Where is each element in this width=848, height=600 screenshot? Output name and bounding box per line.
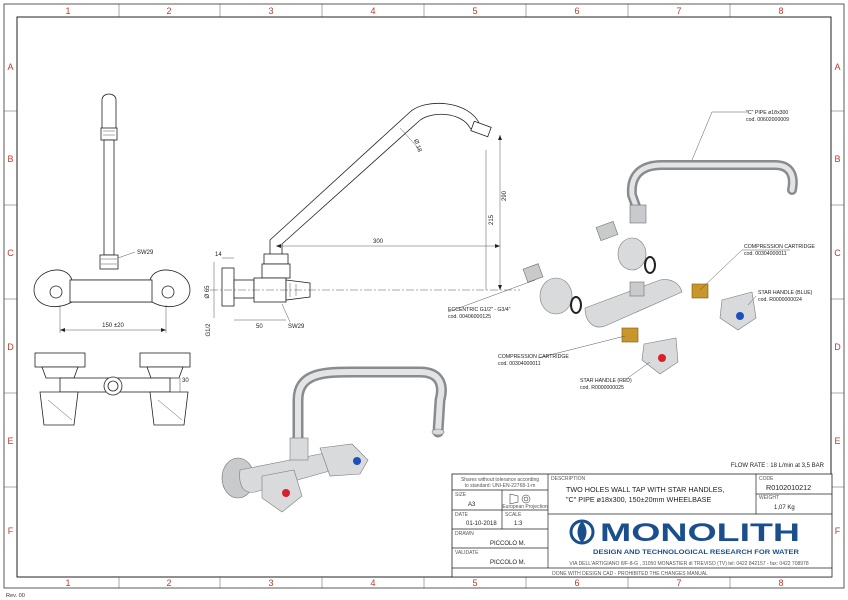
row-label: D (7, 342, 14, 352)
tolerance-note-2: to standard: UNI-EN-22768-1-m (465, 483, 536, 489)
side-view: 300 290 215 Ø 18 Ø 65 14 G1/2 50 SW29 (205, 102, 520, 337)
handle-red-callout-code: cod. R0000000025 (580, 385, 624, 391)
col-label: 7 (676, 6, 681, 16)
red-handle-cap (282, 489, 290, 497)
col-label: 3 (268, 578, 273, 588)
footer-note: DONE WITH DESIGN CAD - PROHIBITED THE CH… (552, 571, 708, 577)
row-label: C (7, 248, 14, 258)
revision-label: Rev. 00 (6, 593, 25, 599)
title-block: Shares without tolerance according to st… (451, 473, 833, 578)
handle-red-callout-name: STAR HANDLE (RED) (580, 378, 632, 384)
validate-label: VALIDATE (455, 550, 479, 556)
row-label: F (8, 526, 14, 536)
cartridge-bottom-callout-name: COMPRESSION CARTRIDGE (498, 354, 569, 360)
cartridge-bottom-callout-code: cod. 00304000011 (498, 361, 541, 367)
depth-14-dim: 14 (215, 252, 222, 258)
row-label: B (834, 154, 840, 164)
description-line-2: "C" PIPE ø18x300, 150±20mm WHEELBASE (566, 495, 711, 504)
brand-tagline: DESIGN AND TECHNOLOGICAL RESEARCH FOR WA… (593, 549, 799, 556)
callouts: "C" PIPE ø18x300 cod. 00602000009 COMPRE… (448, 110, 815, 391)
body-dia-dim: Ø 65 (205, 285, 211, 299)
flow-rate-note: FLOW RATE : 18 L/min at 3,5 BAR (731, 463, 825, 469)
row-label: D (834, 342, 841, 352)
size-value: A3 (468, 502, 476, 508)
col-label: 1 (65, 6, 70, 16)
col-label: 2 (166, 6, 171, 16)
projection-label: European Projection (502, 504, 548, 510)
row-label: C (834, 248, 841, 258)
exploded-view (447, 111, 798, 381)
sw-top-dim: SW29 (137, 250, 154, 256)
row-label: A (834, 62, 840, 72)
col-label: 8 (778, 6, 783, 16)
validate-value: PICCOLO M. (490, 560, 526, 566)
eccentric-callout-name: ECCENTRIC G1/2" - G3/4" (448, 307, 511, 313)
col-label: 6 (574, 578, 579, 588)
date-value: 01-10-2018 (466, 521, 497, 527)
cartridge-top-callout-code: cod. 00304000011 (744, 251, 787, 257)
grid-ticks (4, 4, 844, 588)
monolith-logo-icon (569, 519, 595, 545)
col-label: 5 (472, 578, 477, 588)
reach-dim: 300 (373, 239, 384, 245)
code-label: CODE (759, 476, 774, 482)
grid-labels: 1 2 3 4 5 6 7 8 1 2 3 4 5 6 7 8 A B C D … (7, 6, 841, 588)
top-view: 30 (34, 352, 191, 426)
description-label: DESCRIPTION (551, 476, 586, 482)
depth-50-dim: 50 (256, 324, 263, 330)
handle-30-dim: 30 (182, 378, 189, 384)
pipe-callout-name: "C" PIPE ø18x300 (746, 110, 788, 116)
weight-label: WEIGHT (759, 495, 779, 501)
col-label: 3 (268, 6, 273, 16)
row-label: B (7, 154, 13, 164)
height-inner-dim: 215 (489, 214, 495, 225)
company-address: VIA DELL'ARTIGIANO 8/F-8-G , 31050 MONAS… (569, 561, 808, 567)
drawn-value: PICCOLO M. (490, 541, 526, 547)
brand-name: MONOLITH (600, 519, 800, 547)
assembled-view (221, 366, 447, 513)
col-label: 4 (370, 6, 375, 16)
thread-dim: G1/2 (206, 323, 212, 337)
projection-symbol-icon (509, 493, 531, 505)
height-dim: 290 (502, 190, 508, 201)
col-label: 2 (166, 578, 171, 588)
sw-side-dim: SW29 (288, 324, 305, 330)
scale-value: 1:3 (514, 521, 523, 527)
size-label: SIZE (455, 492, 467, 498)
pipe-dia-dim: Ø 18 (412, 139, 422, 154)
col-label: 4 (370, 578, 375, 588)
row-label: A (7, 62, 13, 72)
date-label: DATE (455, 512, 469, 518)
col-label: 6 (574, 6, 579, 16)
col-label: 7 (676, 578, 681, 588)
pipe-callout-code: cod. 00602000009 (746, 117, 789, 123)
row-label: E (7, 436, 13, 446)
handle-blue-callout-code: cod. R0000000024 (758, 297, 802, 303)
eccentric-callout-code: cod. 00406000125 (448, 314, 491, 320)
handle-blue-callout-name: STAR HANDLE (BLUE) (758, 290, 813, 296)
wheelbase-dim: 150 ±20 (102, 323, 124, 329)
blue-handle-cap (353, 457, 361, 465)
drawn-label: DRAWN (455, 531, 474, 537)
cartridge-top-callout-name: COMPRESSION CARTRIDGE (744, 244, 815, 250)
tolerance-note-1: Shares without tolerance according (461, 477, 539, 483)
col-label: 1 (65, 578, 70, 588)
col-label: 8 (778, 578, 783, 588)
weight-value: 1,07 Kg (774, 505, 795, 511)
description-line-1: TWO HOLES WALL TAP WITH STAR HANDLES, (566, 485, 724, 494)
code-value: R0102010212 (766, 483, 811, 492)
front-view: 150 ±20 SW29 (33, 93, 191, 333)
col-label: 5 (472, 6, 477, 16)
row-label: F (835, 526, 841, 536)
scale-label: SCALE (505, 512, 522, 518)
row-label: E (834, 436, 840, 446)
